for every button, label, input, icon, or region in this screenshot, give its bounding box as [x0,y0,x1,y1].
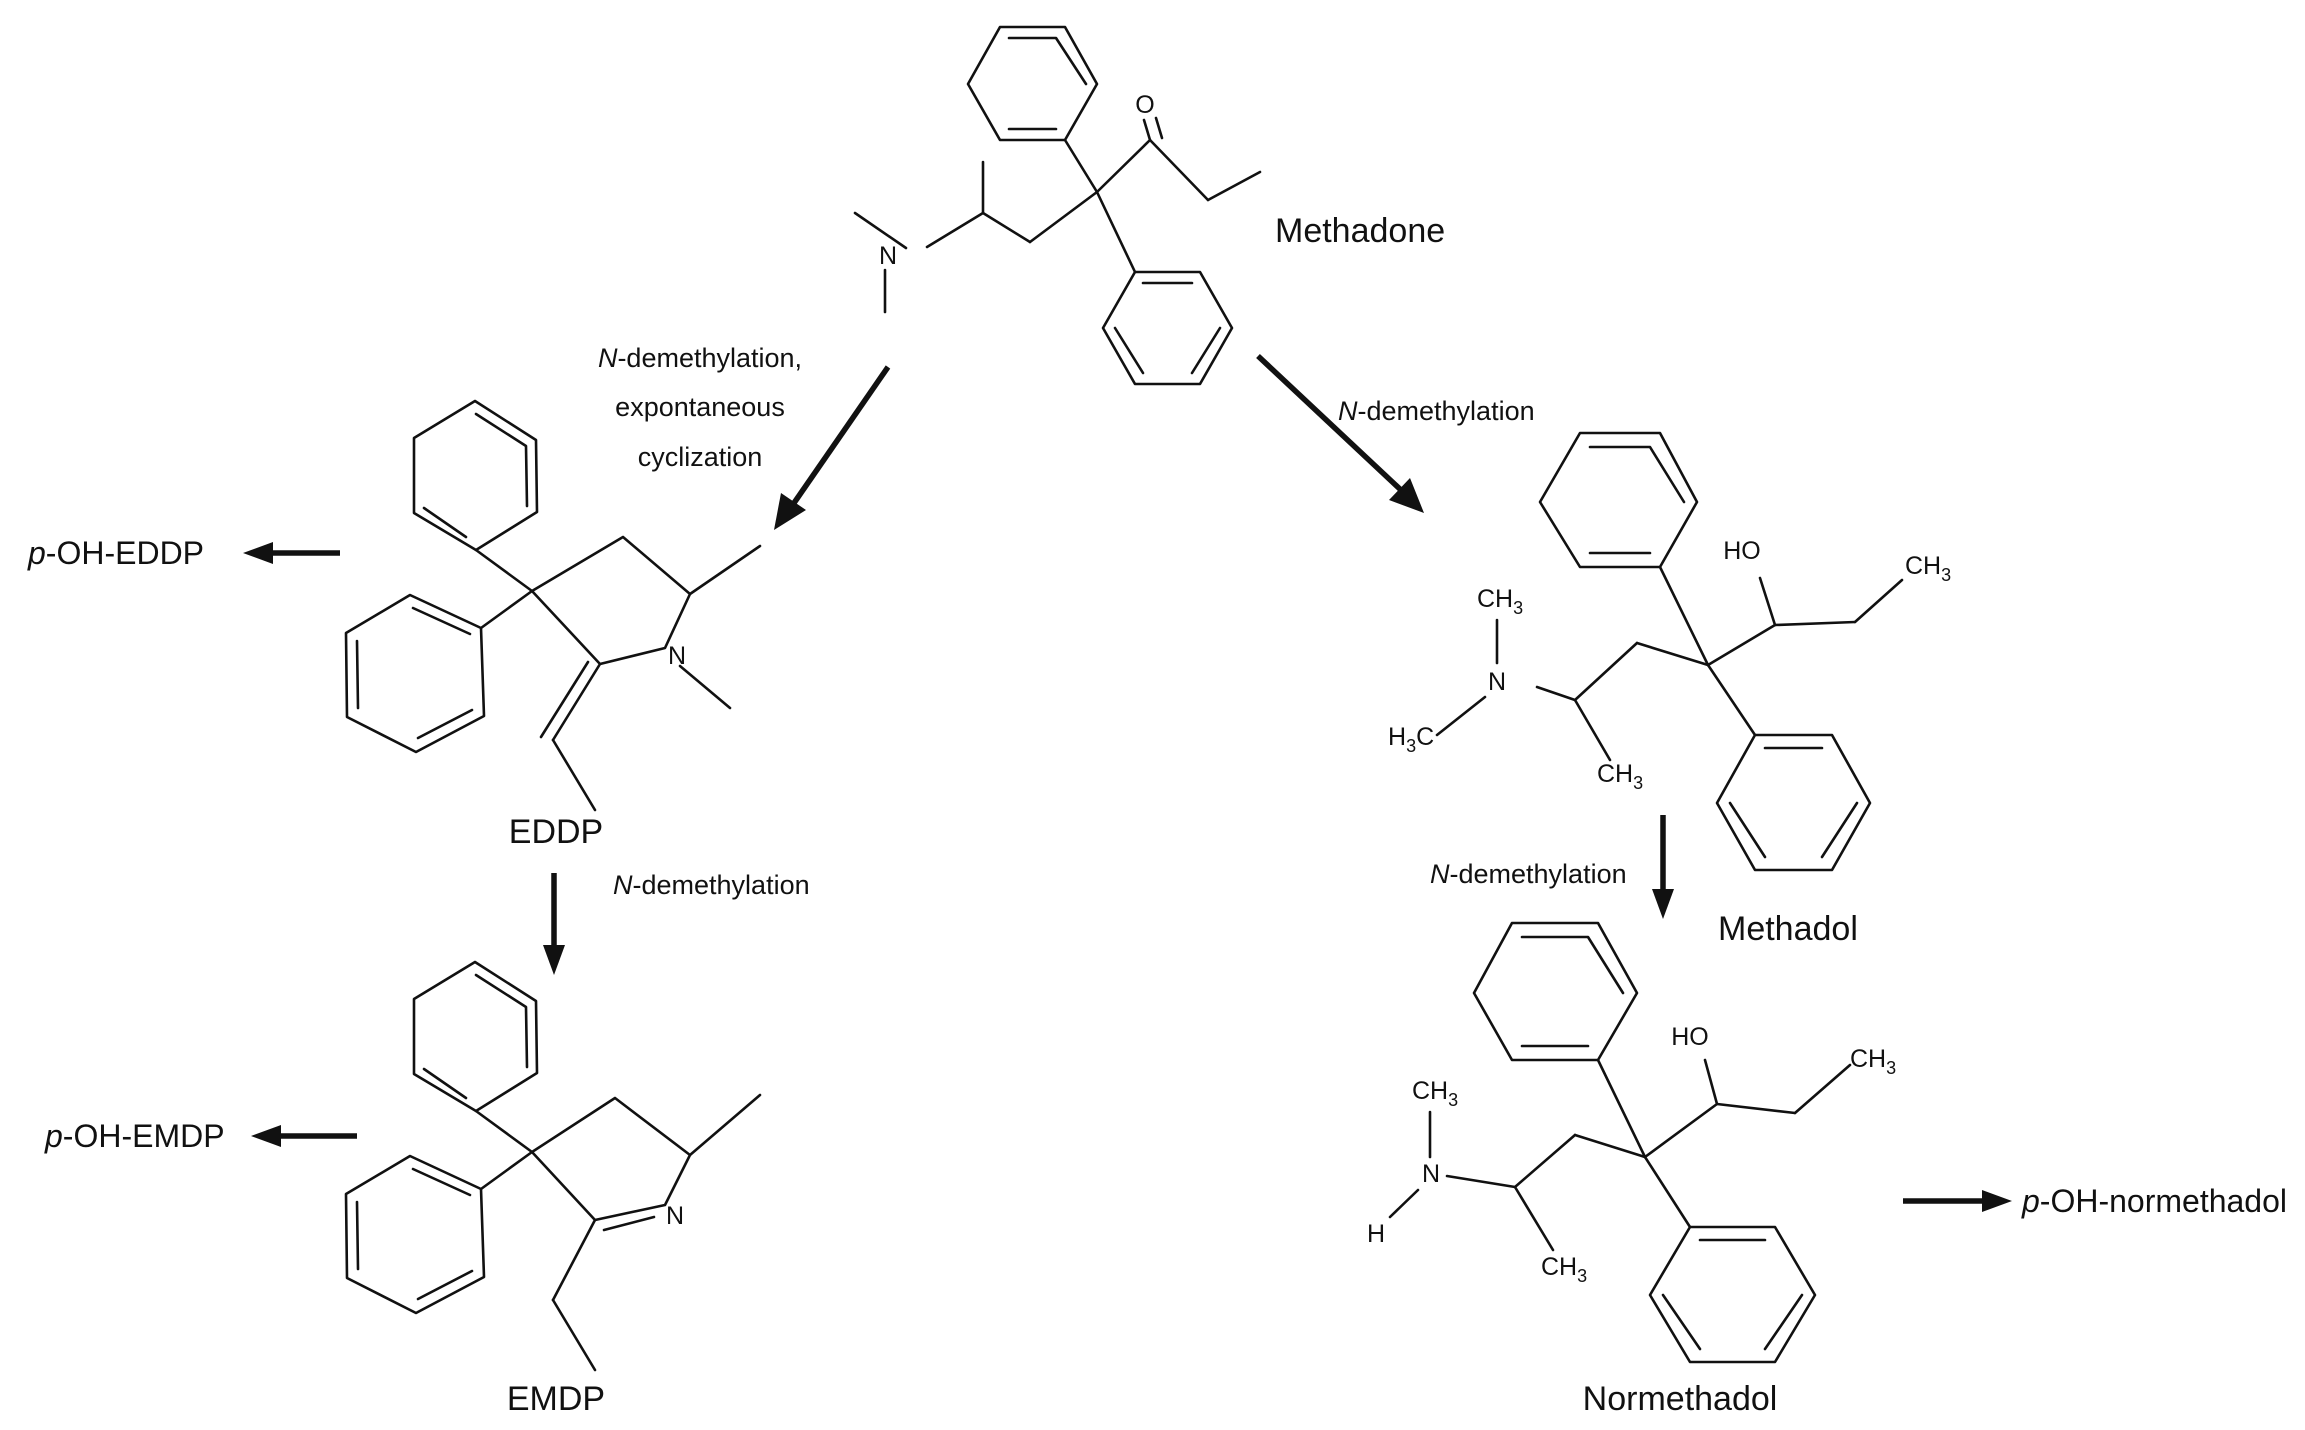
normethadol-terminal-methyl: CH3 [1850,1045,1896,1078]
arrow-methadone-to-eddp [774,365,891,530]
emdp-phenyl-ring-upper [412,960,539,1113]
eddp-ring-nitrogen: N [668,642,686,670]
emdp-phenyl-ring-lower [344,1154,486,1315]
methadone-structure: O N [853,25,1262,386]
eddp-phenyl-ring-upper [412,399,539,552]
arrow-methadone-to-methadol [1256,353,1424,513]
methadol-phenyl-ring-lower [1715,733,1872,872]
product-p-oh-normethadol: p-OH-normethadol [2021,1183,2287,1219]
normethadol-c-methyl: CH3 [1541,1253,1587,1286]
methadol-amine-nitrogen: N [1488,668,1506,696]
methadol-phenyl-ring-upper [1538,431,1699,569]
arrow-methadol-to-normethadol [1652,815,1674,919]
eddp-label: EDDP [509,813,603,851]
arrow-emdp-to-p-oh-emdp [251,1125,357,1147]
methadol-c-methyl: CH3 [1597,760,1643,793]
normethadol-n-methyl: CH3 [1412,1077,1458,1110]
arrow-eddp-to-p-oh-eddp [243,542,340,564]
rxn-methadone-to-eddp-line3: cyclization [638,442,763,472]
rxn-methadone-to-methadol: N-demethylation [1338,396,1535,426]
methadol-label: Methadol [1718,910,1858,948]
normethadol-phenyl-ring-upper [1472,921,1639,1062]
emdp-structure: N [344,960,762,1372]
methadone-label: Methadone [1275,212,1445,250]
eddp-pyrrolidine-ring [530,535,692,666]
emdp-label: EMDP [507,1380,605,1418]
methadone-amine-nitrogen: N [879,242,897,270]
eddp-phenyl-ring-lower [344,593,486,754]
normethadol-label: Normethadol [1583,1380,1778,1418]
rxn-methadone-to-eddp-line2: expontaneous [615,392,785,422]
normethadol-phenyl-ring-lower [1648,1225,1817,1364]
methadone-carbonyl-oxygen: O [1135,91,1154,119]
arrow-eddp-to-emdp [543,873,565,975]
arrow-normethadol-to-p-oh-normethadol [1903,1190,2012,1212]
rxn-methadone-to-eddp-line1: N-demethylation, [598,343,802,373]
methadone-phenyl-ring-bottom [1101,270,1234,386]
emdp-pyrroline-ring [530,1096,692,1222]
methadol-terminal-methyl: CH3 [1905,552,1951,585]
rxn-eddp-to-emdp: N-demethylation [613,870,810,900]
methadone-phenyl-ring-top [966,25,1099,142]
product-p-oh-emdp: p-OH-EMDP [44,1118,225,1154]
normethadol-amine-nitrogen: N [1422,1160,1440,1188]
methadol-n-methyl-upper: CH3 [1477,585,1523,618]
methadol-n-methyl-lower: H3C [1388,723,1434,756]
methadol-hydroxyl: HO [1723,537,1761,565]
rxn-methadol-to-normethadol: N-demethylation [1430,859,1627,889]
methadol-structure: HO CH3 CH3 N H3C CH3 [1388,431,1951,872]
eddp-structure: N [344,399,762,812]
normethadol-hydroxyl: HO [1671,1023,1709,1051]
normethadol-amine-hydrogen: H [1367,1220,1385,1248]
normethadol-structure: HO CH3 CH3 N H CH3 [1367,921,1896,1364]
product-p-oh-eddp: p-OH-EDDP [27,535,204,571]
emdp-ring-nitrogen: N [666,1202,684,1230]
